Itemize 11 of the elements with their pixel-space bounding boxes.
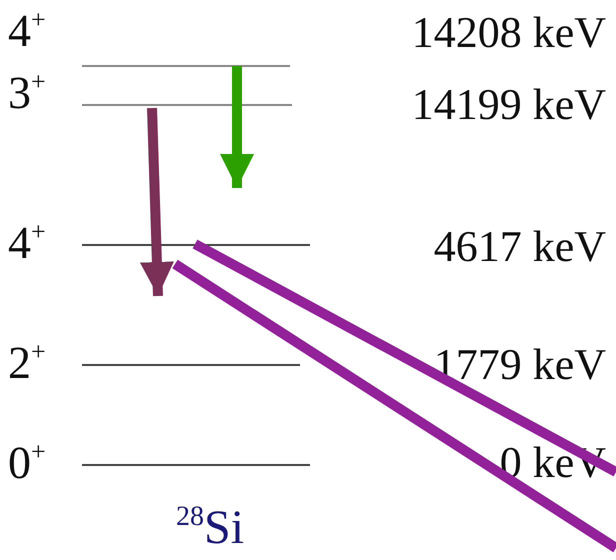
transition-arrow — [140, 108, 174, 296]
spin-parity-label: 2$^{+}$ — [8, 340, 46, 390]
transition-arrow — [220, 66, 254, 188]
energy-label: 4617 keV — [434, 224, 606, 270]
spin-parity-label: 3$^{+}$ — [8, 70, 46, 120]
energy-label: 14199 keV — [412, 82, 606, 128]
spin-parity-label: 4$^{+}$ — [8, 8, 46, 58]
spin-parity-label: 0$^{+}$ — [8, 440, 46, 490]
spin-parity-label: 4$^{+}$ — [8, 220, 46, 270]
energy-label: 14208 keV — [412, 10, 606, 56]
nucleus-label: $^{28}$Si — [176, 502, 244, 556]
